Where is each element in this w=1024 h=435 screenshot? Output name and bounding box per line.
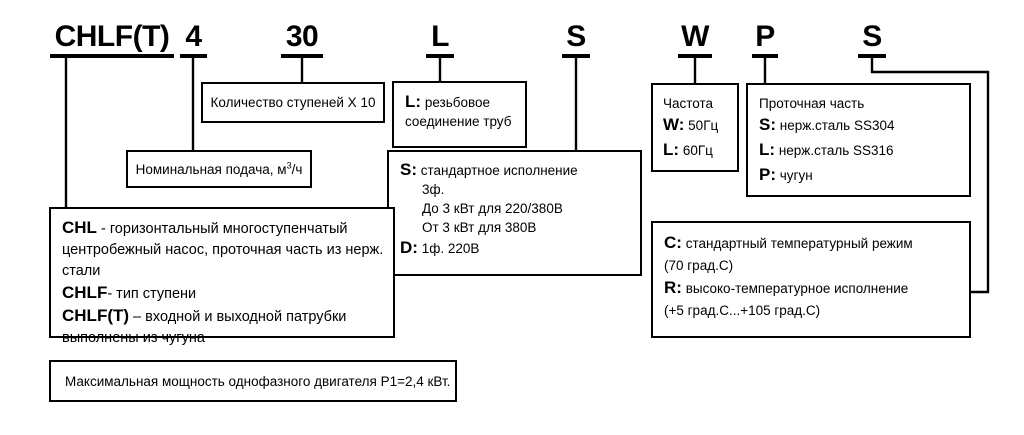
temperature-c-range: (70 град.С) [664, 258, 734, 273]
frequency-l-line: L: 60Гц [663, 138, 728, 163]
material-s-line: S: нерж.сталь SS304 [759, 113, 960, 138]
series-chl-value: - горизонтальный многоступенчатый [96, 221, 348, 237]
code-part-frequency: W [678, 22, 712, 58]
material-s-key: S: [759, 115, 776, 134]
nominal-flow-sup: 3 [286, 160, 292, 170]
series-chl-key: CHL [62, 218, 97, 237]
motor-s-line-4: От 3 кВт для 380В [422, 220, 537, 235]
box-pipe-connection: L: резьбовое соединение труб [392, 81, 527, 148]
series-chlft-line-2: выполнены из чугуна [62, 330, 205, 346]
code-part-material: P [752, 22, 778, 58]
connection-value: резьбовое [424, 95, 491, 110]
box-flow-part-material: Проточная часть S: нерж.сталь SS304 L: н… [746, 83, 971, 197]
frequency-w-value: 50Гц [688, 118, 719, 133]
material-p-value: чугун [779, 168, 813, 183]
series-chlft-key: CHLF(T) [62, 306, 130, 325]
material-title: Проточная часть [759, 96, 865, 111]
box-motor-version: S: стандартное исполнение 3ф. До 3 кВт д… [387, 150, 642, 276]
motor-s-line-2: 3ф. [422, 182, 445, 197]
temperature-r-value: высоко-температурное исполнение [685, 281, 909, 296]
material-l-value: нерж.сталь SS316 [778, 143, 894, 158]
code-part-motor: S [562, 22, 590, 58]
temperature-c-value: стандартный температурный режим [685, 236, 913, 251]
frequency-l-value: 60Гц [682, 143, 713, 158]
box-frequency: Частота W: 50Гц L: 60Гц [651, 83, 739, 172]
temperature-r-range: (+5 град.С...+105 град.С) [664, 303, 821, 318]
motor-s-line: S: стандартное исполнение [400, 160, 631, 180]
temperature-c-line: C: стандартный температурный режим [664, 232, 960, 255]
nominal-flow-suffix: /ч [291, 161, 303, 177]
power-note-text: Максимальная мощность однофазного двигат… [65, 373, 451, 389]
material-l-line: L: нерж.сталь SS316 [759, 138, 960, 163]
code-part-connection: L [426, 22, 454, 58]
motor-s-line-3: До 3 кВт для 220/380В [422, 201, 563, 216]
stages-text: Количество ступеней Х 10 [210, 95, 376, 110]
material-p-line: P: чугун [759, 163, 960, 188]
temperature-c-key: C: [664, 233, 682, 252]
code-part-temperature: S [858, 22, 886, 58]
series-chlft-value: – входной и выходной патрубки [129, 309, 347, 325]
material-l-key: L: [759, 140, 776, 159]
box-temperature-mode: C: стандартный температурный режим (70 г… [651, 221, 971, 338]
box-nominal-flow: Номинальная подача, м3/ч [126, 150, 312, 188]
connection-line-1: L: резьбовое [405, 92, 516, 112]
frequency-title: Частота [663, 96, 714, 111]
connection-key: L: [405, 92, 422, 111]
motor-s-value: стандартное исполнение [420, 163, 578, 178]
code-part-series: CHLF(T) [50, 22, 174, 58]
frequency-w-line: W: 50Гц [663, 113, 728, 138]
code-part-flow: 4 [180, 22, 207, 58]
series-chlf-line: CHLF- тип ступени [62, 282, 384, 305]
material-p-key: P: [759, 165, 776, 184]
box-series-description: CHL - горизонтальный многоступенчатый це… [49, 207, 395, 346]
frequency-l-key: L: [663, 140, 680, 159]
series-chl-line-2: центробежный насос, проточная часть из н… [62, 242, 384, 258]
motor-s-key: S: [400, 160, 417, 179]
box-power-note: Максимальная мощность однофазного двигат… [49, 360, 457, 402]
connection-line-2: соединение труб [405, 114, 512, 129]
series-chlft-line: CHLF(T) – входной и выходной патрубки [62, 305, 384, 328]
nominal-flow-text: Номинальная подача, м3/ч [136, 160, 303, 179]
frequency-w-key: W: [663, 115, 685, 134]
series-chlf-value: - тип ступени [107, 286, 197, 302]
motor-d-value: 1ф. 220В [421, 241, 480, 256]
nominal-flow-prefix: Номинальная подача, м [135, 161, 287, 177]
temperature-r-line: R: высоко-температурное исполнение [664, 277, 960, 300]
series-chl-line: CHL - горизонтальный многоступенчатый [62, 217, 384, 240]
code-part-stages: 30 [281, 22, 323, 58]
temperature-r-key: R: [664, 278, 682, 297]
series-chlf-key: CHLF [62, 283, 108, 302]
motor-d-line: D: 1ф. 220В [400, 238, 631, 258]
box-stages: Количество ступеней Х 10 [201, 82, 385, 123]
series-chl-line-3: стали [62, 263, 101, 279]
motor-d-key: D: [400, 238, 418, 257]
material-s-value: нерж.сталь SS304 [779, 118, 895, 133]
